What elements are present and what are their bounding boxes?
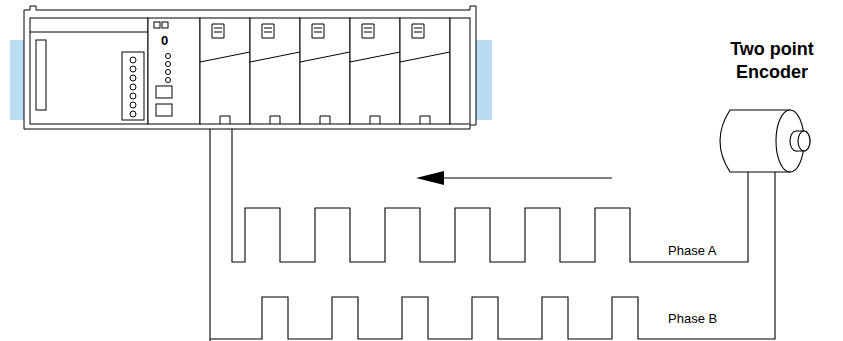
device-heading: Two point Encoder	[696, 38, 843, 84]
power-module	[30, 18, 148, 124]
comm-port	[156, 86, 172, 98]
direction-arrow	[440, 177, 612, 178]
signal-name: Phase B	[668, 311, 717, 326]
phase-a-signal	[232, 129, 748, 262]
comm-port	[156, 104, 172, 116]
terminal-screws	[130, 57, 136, 117]
cpu-module	[148, 18, 200, 124]
arrow-head	[416, 171, 444, 185]
io-modules	[200, 18, 470, 124]
phase-b-signal	[210, 129, 775, 341]
mount-tab	[474, 40, 492, 120]
signal-name: Phase A	[668, 243, 716, 258]
module-number: 0	[161, 33, 168, 48]
terminal-block	[122, 52, 144, 120]
encoder-device: Two point Encoder	[696, 38, 843, 178]
rack-base	[24, 6, 476, 129]
